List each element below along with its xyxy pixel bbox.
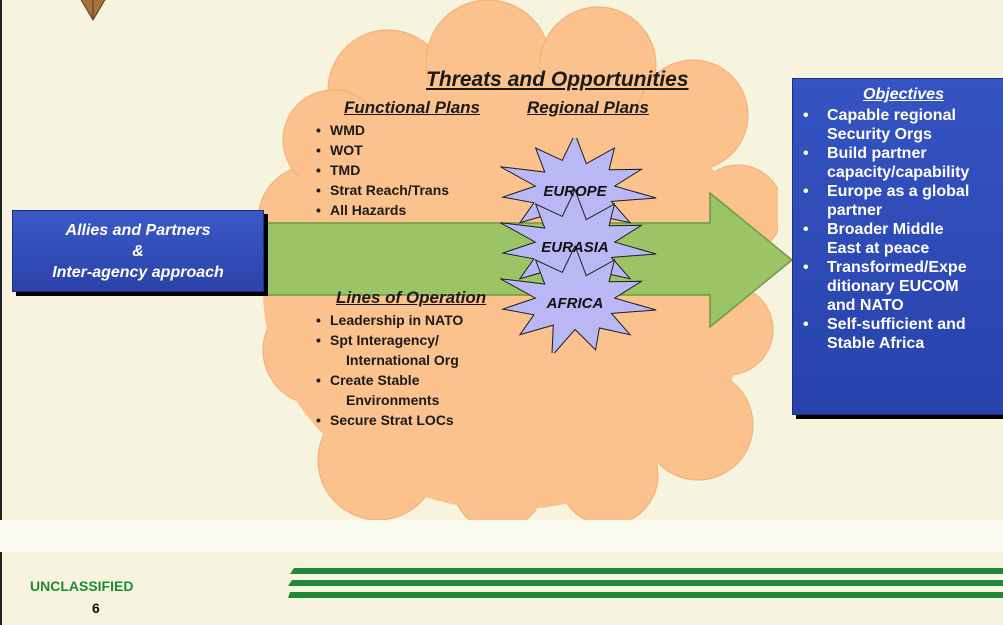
operation-item-text: Secure Strat LOCs	[330, 412, 454, 428]
functional-plan-item-text: WMD	[330, 122, 365, 138]
functional-plan-item: All Hazards	[314, 200, 449, 220]
functional-plan-item-text: All Hazards	[330, 202, 407, 218]
functional-plan-item: TMD	[314, 160, 449, 180]
functional-plan-item: WOT	[314, 140, 449, 160]
objective-item-text: Self-sufficient and	[827, 316, 966, 333]
operation-item-text: Spt Interagency/	[330, 332, 439, 348]
objective-item-text: Stable Africa	[827, 335, 925, 352]
objective-item-text: ditionary EUCOM	[827, 278, 959, 295]
functional-plan-item: WMD	[314, 120, 449, 140]
objective-item-text: Broader Middle	[827, 221, 944, 238]
region-star-africa	[500, 244, 657, 353]
objective-item: Europe as a global partner	[803, 182, 1003, 220]
region-label-africa: AFRICA	[546, 295, 604, 312]
objective-item-text: Security Orgs	[827, 126, 932, 143]
operation-item-text: Environments	[346, 392, 440, 408]
region-label-eurasia: EURASIA	[541, 239, 609, 256]
functional-plans-title: Functional Plans	[344, 98, 481, 117]
objectives-title: Objectives	[863, 86, 944, 103]
operation-item-text: Create Stable	[330, 372, 420, 388]
strategy-arrow	[262, 191, 794, 329]
emblem-icon	[80, 0, 106, 21]
objective-item-text: partner	[827, 202, 883, 219]
allies-line: Allies and Partners	[65, 221, 211, 239]
left-border	[0, 0, 2, 625]
classification-label: UNCLASSIFIED	[30, 578, 134, 594]
operation-item: Spt Interagency/International Org	[314, 330, 463, 370]
allies-box: Allies and Partners & Inter-agency appro…	[12, 210, 264, 292]
objective-item-text: Europe as a global	[827, 183, 970, 200]
footer-stripes	[288, 568, 1003, 598]
regional-plans-title: Regional Plans	[527, 98, 649, 117]
operation-item: Secure Strat LOCs	[314, 410, 463, 430]
region-stars: EUROPE EURASIA AFRICA	[500, 138, 657, 353]
functional-plan-item-text: TMD	[330, 162, 361, 178]
objective-item-text: Transformed/Expe	[827, 259, 967, 276]
objective-item-text: capacity/capability	[827, 164, 970, 181]
footer-band	[0, 520, 1003, 552]
functional-plan-item: Strat Reach/Trans	[314, 180, 449, 200]
functional-plan-item-text: WOT	[330, 142, 363, 158]
functional-plans-list: WMD WOT TMD Strat Reach/TransAll Hazards	[314, 120, 449, 220]
operation-item-text: International Org	[346, 352, 459, 368]
functional-plan-item-text: Strat Reach/Trans	[330, 182, 450, 198]
objective-item-text: East at peace	[827, 240, 930, 257]
threats-title: Threats and Opportunities	[426, 68, 689, 91]
allies-line: &	[132, 242, 144, 260]
region-label-europe: EUROPE	[543, 183, 607, 200]
objective-item: Build partner capacity/capability	[803, 144, 1003, 182]
lines-of-operation-title: Lines of Operation	[336, 288, 487, 307]
objective-item-text: Build partner	[827, 145, 927, 162]
operation-item-text: Leadership in NATO	[330, 312, 464, 328]
objective-item-text: and NATO	[827, 297, 904, 314]
objective-item-text: Capable regional	[827, 107, 956, 124]
lines-of-operation-list: Leadership in NATO Spt Interagency/Intern…	[314, 310, 463, 430]
objective-item: Transformed/Expe ditionary EUCOM and NATO	[803, 258, 1003, 315]
allies-line: Inter-agency approach	[52, 263, 224, 281]
operation-item: Leadership in NATO	[314, 310, 463, 330]
page-number: 6	[92, 600, 100, 616]
